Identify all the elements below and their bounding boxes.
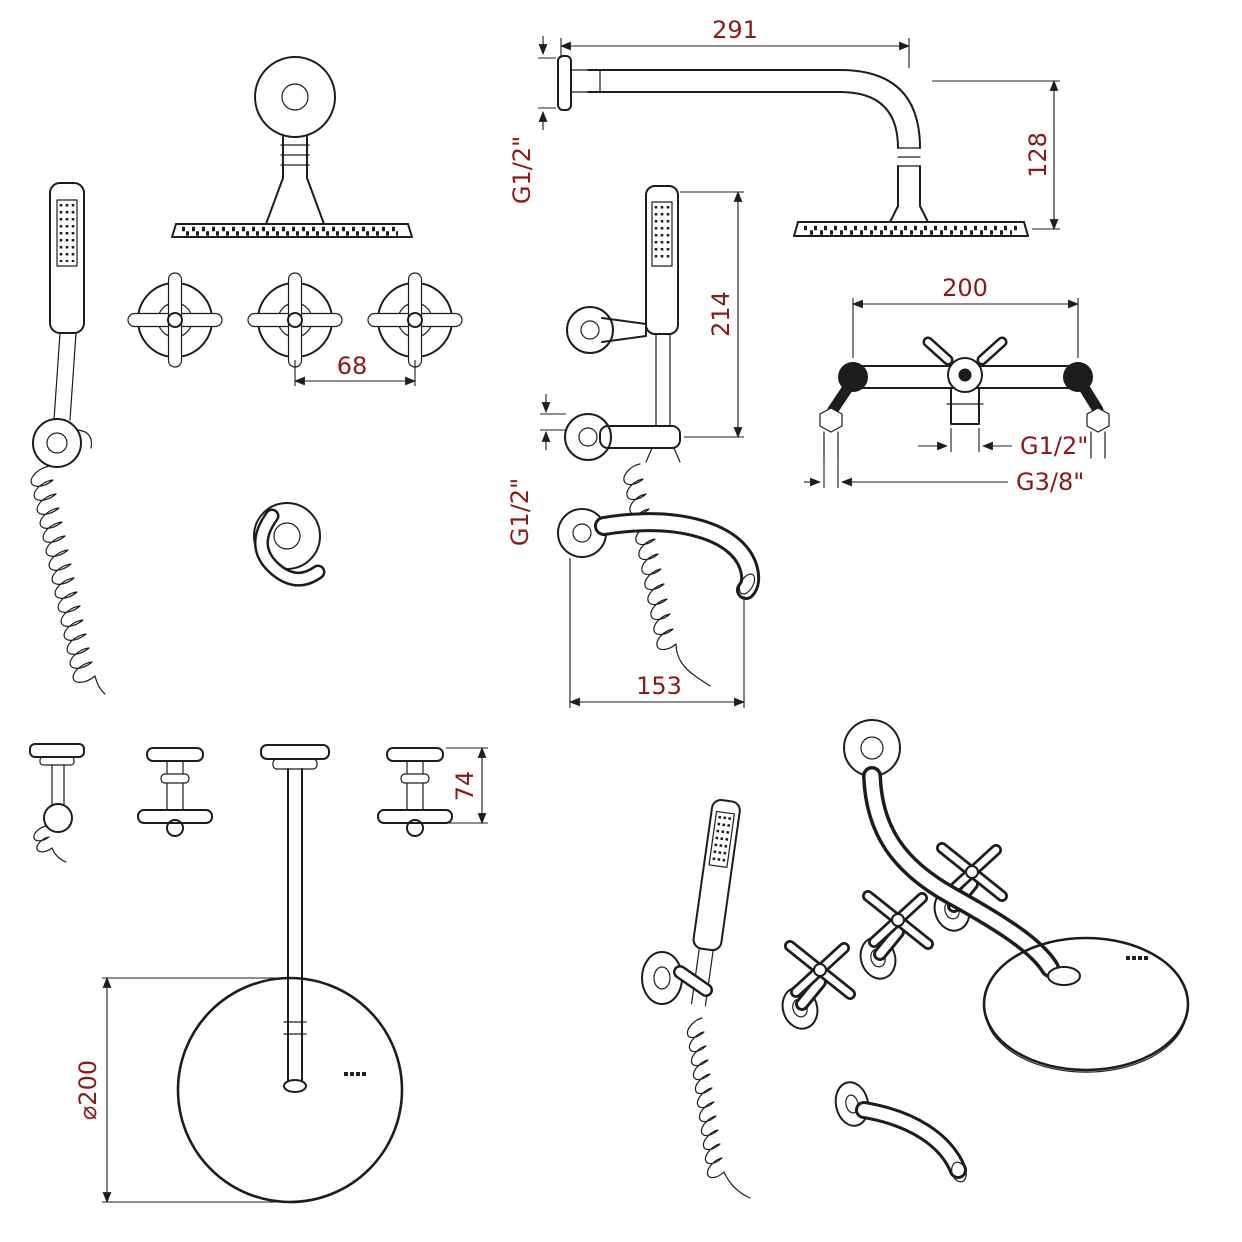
dim-arm-thread: G1/2" [508, 36, 556, 204]
pipe-collar [283, 1021, 307, 1035]
shower-head-plate [171, 0, 794, 238]
shower-head-top-view [176, 976, 404, 1204]
handle-side-views [137, 747, 453, 837]
handshower-handle [53, 332, 77, 421]
wall-flange-hub [281, 83, 309, 111]
dim-spout-reach: 153 [568, 558, 746, 708]
head-pipe-joint [1047, 966, 1081, 986]
dim-153-label: 153 [636, 672, 682, 700]
handshower-front-view [30, 182, 106, 695]
arm-connector [570, 69, 601, 93]
dim-200-label: 200 [942, 274, 988, 302]
arm-tube-outer [587, 69, 921, 149]
holder-hook [77, 429, 93, 449]
shower-pipe [282, 136, 308, 179]
diverter-center [958, 368, 972, 382]
perspective-view [641, 719, 1190, 1199]
shower-hose-coil [686, 1017, 751, 1199]
handshower-handle [655, 333, 671, 427]
holder-flange [564, 413, 612, 461]
dim-head-diameter: ⌀200 [74, 976, 284, 1204]
valve-inlet-thread-label: G3/8" [1016, 468, 1084, 496]
brand-dots [344, 1072, 366, 1076]
dim-arm-length: 291 [559, 16, 911, 68]
arm-thread-label: G1/2" [508, 136, 536, 204]
dim-diameter-label: ⌀200 [74, 1060, 102, 1120]
right-inlet-stub [1090, 431, 1106, 459]
shower-head-plate [793, 221, 1029, 237]
mixer-thread-label: G1/2" [506, 478, 534, 546]
dim-valve-inlet-thread: G3/8" [804, 458, 1084, 496]
ceiling-arm-side-view [260, 744, 330, 1083]
handshower-wand [49, 182, 85, 334]
hose-pigtail [33, 825, 67, 863]
wall-holder-ring [32, 418, 82, 468]
arm-flange-hub [860, 736, 884, 760]
dim-valve-center-distance: 200 [851, 274, 1080, 358]
dim-handle-height: 74 [446, 746, 488, 825]
left-inlet-stem [827, 383, 853, 416]
shower-hose-coil [623, 463, 711, 687]
hose-fitting [645, 447, 681, 463]
spout-tip [738, 573, 756, 595]
pipe-ribs [280, 144, 310, 166]
arm-wall-flange [557, 55, 572, 111]
shower-hose-coil [30, 465, 106, 695]
dim-291-label: 291 [712, 16, 758, 44]
wall-bracket-hub [653, 966, 671, 990]
handshower-assembly-side-view [557, 185, 761, 687]
vertical-arm-pipe [287, 768, 303, 1083]
shower-arm-side-view [557, 55, 1029, 237]
arm-joint-ribs [897, 147, 921, 167]
dim-214-label: 214 [707, 291, 735, 337]
supply-elbow-flange [566, 306, 614, 354]
head-rim [985, 1017, 1187, 1073]
holder-bracket [599, 425, 681, 449]
left-inlet-stub [823, 431, 839, 459]
dim-68-label: 68 [337, 352, 368, 380]
arm-tube-inner [587, 91, 899, 149]
handshower-spray-face [651, 201, 673, 267]
left-hex-nut [819, 407, 843, 433]
head-cone [265, 177, 325, 225]
dim-mixer-thread: G1/2" [506, 394, 566, 546]
head-cone [889, 205, 929, 223]
wall-holder-hub [46, 432, 68, 454]
right-inlet-stem [1079, 383, 1104, 416]
wall-bracket-flange [641, 951, 683, 1005]
dim-74-label: 74 [451, 771, 479, 802]
wall-flange [254, 56, 336, 138]
center-outlet [950, 387, 980, 425]
spout-hub [572, 523, 592, 543]
dim-128-label: 128 [1024, 132, 1052, 178]
dim-handshower-height: 214 [680, 190, 744, 439]
spout-tip-perspective [951, 1161, 967, 1183]
dim-handle-center-distance: 68 [293, 352, 417, 386]
handshower-spray-face [56, 199, 78, 267]
dim-head-drop: 128 [932, 79, 1060, 231]
spout-hub-perspective [845, 1094, 859, 1114]
dim-valve-outlet-thread: G1/2" [918, 428, 1088, 460]
brand-dots [1126, 956, 1148, 960]
arm-drop-tube [897, 165, 921, 207]
head-disc [176, 976, 404, 1204]
right-hex-nut [1086, 407, 1110, 433]
valve-outlet-thread-label: G1/2" [1020, 432, 1088, 460]
bath-spout [594, 512, 761, 600]
valve-body-view [819, 336, 1110, 459]
handshower-wand [645, 185, 679, 335]
supply-cone [601, 317, 647, 343]
valve-handles-front-view [127, 272, 463, 368]
supply-elbow-hub [580, 320, 600, 340]
pipe-joint [283, 1079, 307, 1093]
holder-hub [578, 427, 598, 447]
rain-head-perspective [982, 936, 1190, 1072]
handshower-perspective [690, 798, 741, 1007]
spout-flange-perspective [834, 1081, 870, 1127]
spout-front-view [253, 502, 326, 587]
holder-side-view [29, 743, 85, 863]
overhead-shower-front-view [171, 0, 794, 238]
